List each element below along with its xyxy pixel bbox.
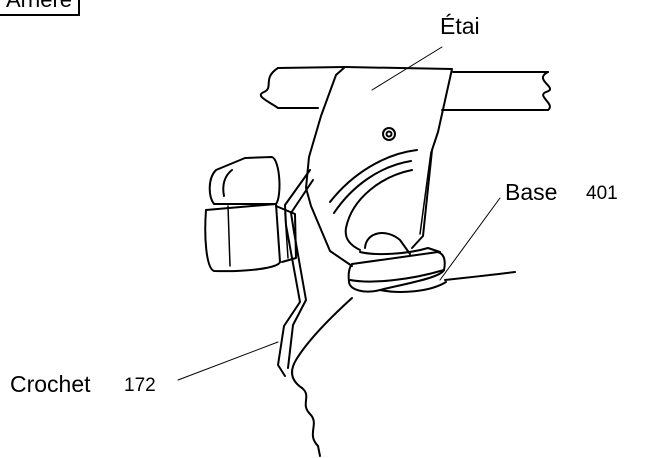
horizontal-bar xyxy=(259,66,551,111)
base-foot xyxy=(347,232,447,293)
hook-clip xyxy=(277,169,314,377)
leader-base xyxy=(439,197,501,281)
hook-number: 172 xyxy=(124,375,156,396)
leader-stay xyxy=(371,46,443,91)
section-title: Arrière xyxy=(0,0,81,16)
hook-label: Crochet xyxy=(10,371,91,397)
clamp-block xyxy=(204,156,297,273)
leader-lines xyxy=(177,46,501,381)
base-number: 401 xyxy=(586,183,618,204)
stay-label: Étai xyxy=(440,13,480,39)
screw-icon xyxy=(382,127,396,141)
leader-hook xyxy=(177,341,279,381)
stay-plate xyxy=(305,66,453,267)
base-label: Base xyxy=(505,179,558,205)
fabric-lines xyxy=(291,271,516,457)
